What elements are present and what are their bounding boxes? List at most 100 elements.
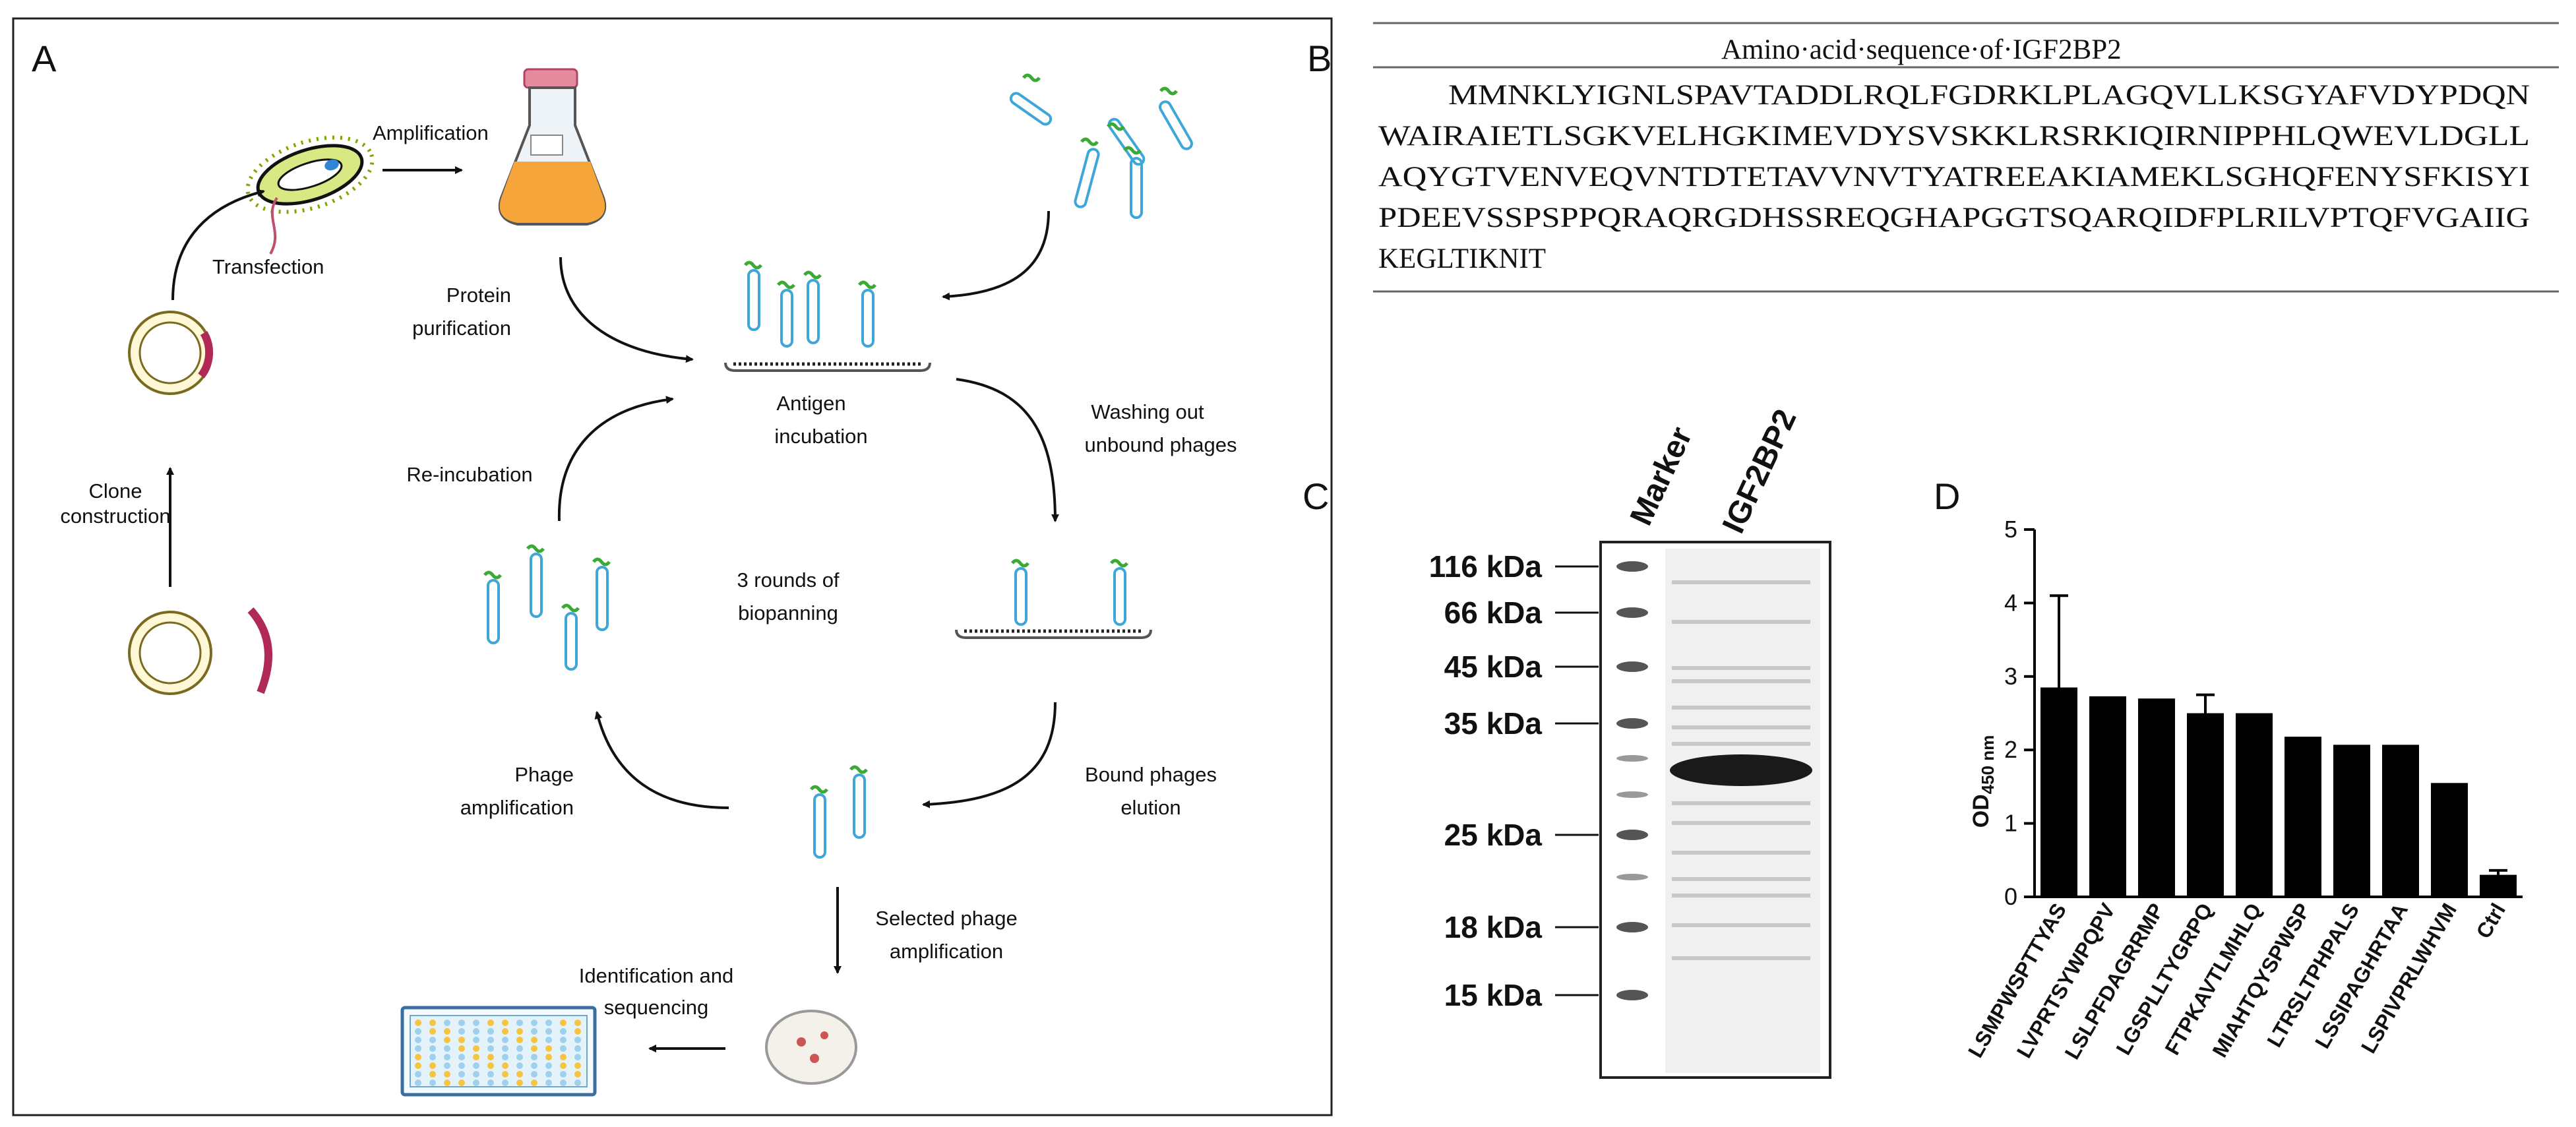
bar [2431, 783, 2468, 897]
well-grid [415, 1020, 581, 1086]
bar [2187, 713, 2224, 897]
bar [2382, 745, 2419, 897]
well [574, 1062, 581, 1069]
label-selected-2: amplification [890, 940, 1003, 963]
sequence-line: KEGLTIKNIT [1378, 243, 1546, 274]
panel-d: D OD450 nm 012345LSMPWSPTTYASLVPRTSYWPQP… [1934, 475, 2523, 1063]
well [444, 1045, 450, 1052]
well [487, 1020, 494, 1026]
sequence-line: MMNKLYIGNLSPAVTADDLRQLFGDRKLPLAGQVLLKSGY… [1448, 80, 2530, 111]
well [487, 1045, 494, 1052]
label-rounds-1: 3 rounds of [737, 568, 839, 592]
sequence-line: PDEEVSSPSPPQRAQRGDHSSREQGHAPGGTSQARQIDFP… [1378, 202, 2530, 233]
arrow-washing [956, 378, 1059, 522]
well [502, 1020, 508, 1026]
marker-band [1616, 791, 1648, 798]
bar [2480, 874, 2517, 897]
arrow-phage-input [942, 210, 1050, 301]
well [574, 1071, 581, 1078]
well [487, 1037, 494, 1043]
bar [2285, 737, 2321, 897]
well [473, 1020, 479, 1026]
label-identification-1: Identification and [579, 964, 733, 987]
well [473, 1054, 479, 1060]
y-tick-label: 5 [2004, 516, 2017, 543]
well [545, 1080, 552, 1086]
lane-label-igf2bp2: IGF2BP2 [1716, 404, 1804, 539]
marker-band [1616, 661, 1648, 672]
well [516, 1080, 523, 1086]
sample-band-faint [1672, 877, 1810, 881]
well [458, 1037, 465, 1043]
well [473, 1080, 479, 1086]
plasmid-with-insert-icon [128, 311, 214, 395]
y-axis-label-main: OD [1969, 794, 1994, 828]
well [516, 1045, 523, 1052]
well [415, 1045, 421, 1052]
gel-marks [1616, 561, 1812, 1000]
bacterium-icon [245, 135, 375, 214]
label-protein-2: purification [412, 317, 511, 340]
y-tick-label: 3 [2004, 663, 2017, 690]
well [574, 1020, 581, 1026]
kda-label: 116 kDa [1429, 549, 1543, 584]
well [574, 1045, 581, 1052]
well [444, 1080, 450, 1086]
arrow-elution [922, 702, 1057, 808]
marker-band [1616, 718, 1648, 729]
well [415, 1071, 421, 1078]
x-tick-label: Ctrl [2471, 899, 2510, 943]
bar [2333, 745, 2370, 897]
well [429, 1071, 436, 1078]
label-amplification: Amplification [373, 121, 489, 144]
panel-b: B Amino·acid·sequence·of·IGF2BP2 MMNKLYI… [1307, 22, 2559, 293]
well [531, 1037, 537, 1043]
kda-label: 45 kDa [1444, 650, 1543, 684]
well [502, 1037, 508, 1043]
well [415, 1037, 421, 1043]
y-tick-label: 2 [2004, 736, 2017, 763]
sample-band-faint [1672, 679, 1810, 683]
well [473, 1045, 479, 1052]
well [560, 1054, 567, 1060]
kda-label: 18 kDa [1444, 910, 1543, 944]
well [473, 1037, 479, 1043]
well [531, 1028, 537, 1035]
bar [2236, 713, 2273, 897]
sequence-line: AQYGTVENVEQVNTDTETAVVNVTYATREEAKIAMEKLSG… [1378, 162, 2530, 193]
sample-band-faint [1672, 956, 1810, 960]
label-washing-2: unbound phages [1084, 433, 1237, 456]
flask-icon [498, 68, 607, 226]
label-clone-2: construction [60, 504, 170, 528]
well [516, 1062, 523, 1069]
well [502, 1028, 508, 1035]
label-antigen-2: incubation [774, 425, 867, 448]
kda-label: 25 kDa [1444, 818, 1543, 852]
label-reincubation: Re-incubation [406, 463, 532, 486]
label-selected-1: Selected phage [875, 907, 1017, 930]
bar [2089, 696, 2126, 897]
well [429, 1080, 436, 1086]
well [473, 1062, 479, 1069]
well [415, 1020, 421, 1026]
well [473, 1028, 479, 1035]
amplified-phages-icon [483, 544, 611, 671]
well [560, 1020, 567, 1026]
arrow-phage-amplification [594, 711, 729, 809]
bacterium-flagellum [269, 197, 278, 255]
marker-band [1616, 990, 1648, 1000]
y-axis-label: OD450 nm [1969, 735, 1998, 828]
panel-d-letter: D [1934, 475, 1960, 517]
well [545, 1045, 552, 1052]
well [429, 1062, 436, 1069]
well [545, 1028, 552, 1035]
y-tick-label: 4 [2004, 589, 2017, 616]
well [516, 1028, 523, 1035]
well [415, 1062, 421, 1069]
well [458, 1071, 465, 1078]
sequence-title: Amino·acid·sequence·of·IGF2BP2 [1721, 34, 2122, 65]
well [473, 1071, 479, 1078]
marker-band [1616, 922, 1648, 932]
bar [2138, 698, 2175, 897]
panel-a-letter: A [32, 38, 57, 79]
